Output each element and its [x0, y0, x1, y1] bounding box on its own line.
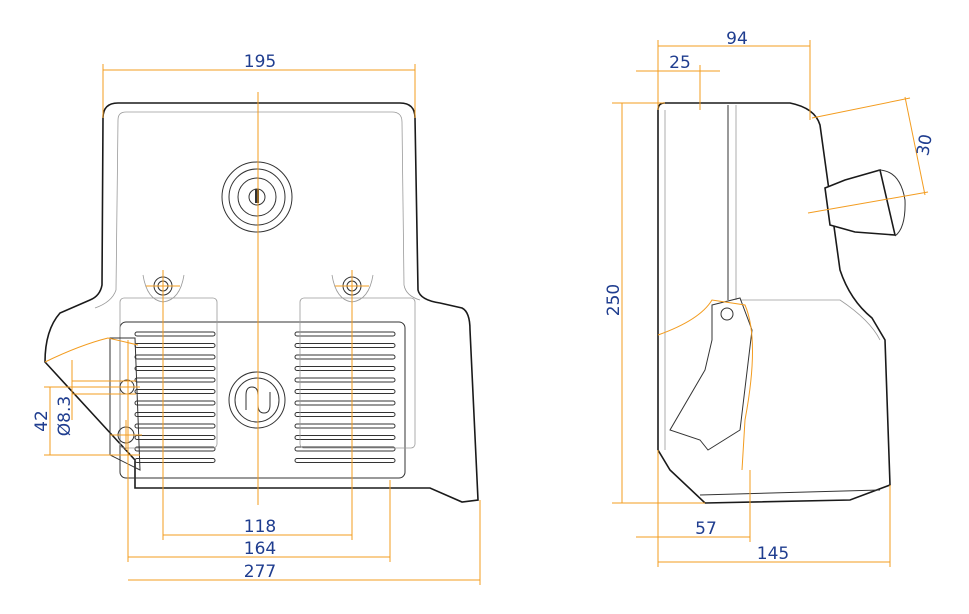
- grille-slot: [134, 400, 216, 406]
- dim-pedal-depth: 57: [695, 519, 717, 539]
- side-view: 94 25 30 250 57 145: [604, 29, 937, 567]
- grille-slot: [134, 377, 216, 383]
- pedal: [669, 297, 753, 451]
- grille-slot: [134, 412, 216, 417]
- dim-hole-vertical: 42: [32, 410, 52, 432]
- grille-slot: [294, 331, 396, 337]
- dim-cap-depth: 25: [669, 53, 691, 73]
- dim-knob-size: 30: [913, 133, 936, 158]
- grille-slot: [134, 331, 216, 337]
- dim-height: 250: [604, 284, 624, 316]
- dim-mount-width: 164: [244, 539, 276, 559]
- grille-slot: [294, 400, 396, 406]
- dim-width-top: 195: [244, 52, 276, 72]
- dim-depth-top: 94: [726, 29, 748, 49]
- grille-slot: [294, 343, 396, 348]
- grille-slot: [134, 366, 216, 371]
- dim-overall-width: 277: [244, 562, 276, 582]
- grille-slot: [134, 435, 216, 440]
- grille-slot: [294, 366, 396, 371]
- grille-slot: [294, 435, 396, 440]
- grille-slot: [294, 377, 396, 383]
- dim-hole-spacing: 118: [244, 517, 276, 537]
- front-view: 195 118 164 277 42 Ø8.3: [32, 52, 481, 585]
- lock-icon: [221, 161, 293, 233]
- grille-slot: [294, 389, 396, 394]
- grille-slots: [134, 331, 396, 463]
- logo-icon: [228, 371, 286, 429]
- grille-slot: [134, 389, 216, 394]
- pedal-pivot: [720, 307, 734, 321]
- side-dimension-lines: [612, 40, 929, 567]
- grille-slot: [134, 458, 216, 463]
- grille-slot: [294, 354, 396, 360]
- grille-slot: [134, 354, 216, 360]
- front-upper-housing: [44, 102, 479, 503]
- release-knob: [824, 168, 906, 237]
- front-dimension-lines: [44, 64, 481, 585]
- grille-slot: [294, 412, 396, 417]
- side-housing: [657, 102, 891, 504]
- grille-slot: [134, 423, 216, 429]
- mount-bracket: [109, 337, 141, 471]
- dim-hole-diameter: Ø8.3: [55, 396, 75, 436]
- grille-slot: [294, 446, 396, 452]
- grille-slot: [294, 458, 396, 463]
- grille-slot: [294, 423, 396, 429]
- grille-slot: [134, 446, 216, 452]
- dim-overall-depth: 145: [757, 544, 789, 564]
